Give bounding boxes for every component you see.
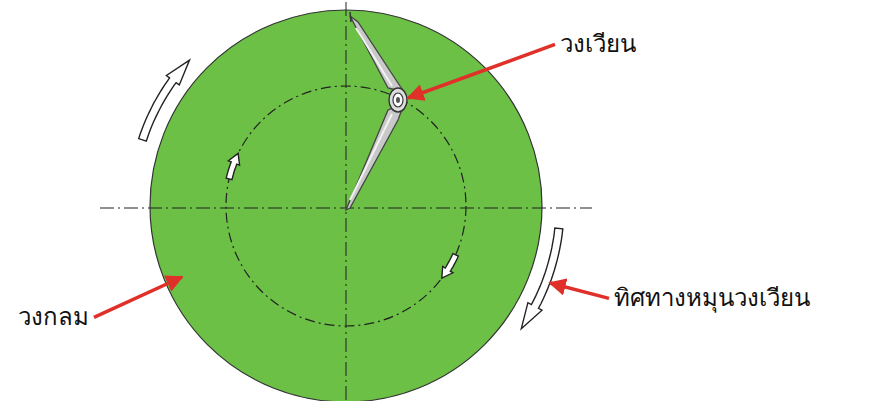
part-label: วงเวียน <box>560 30 636 59</box>
part-label: วงกลม <box>18 303 89 332</box>
rotation-arrow <box>442 254 459 279</box>
rotation-arrow <box>139 60 190 141</box>
leader-lines <box>94 44 609 317</box>
rotation-arrow <box>226 153 239 179</box>
leader-arrow <box>550 283 609 298</box>
leader-arrow <box>94 277 182 317</box>
compass-tool <box>346 12 407 210</box>
rotation-arrow <box>521 228 563 329</box>
rotation-arrows <box>139 60 563 329</box>
center-line <box>346 2 347 400</box>
leader-arrow <box>408 44 555 98</box>
direction-label: ทิศทางหมุนวงเวียน <box>614 284 810 313</box>
